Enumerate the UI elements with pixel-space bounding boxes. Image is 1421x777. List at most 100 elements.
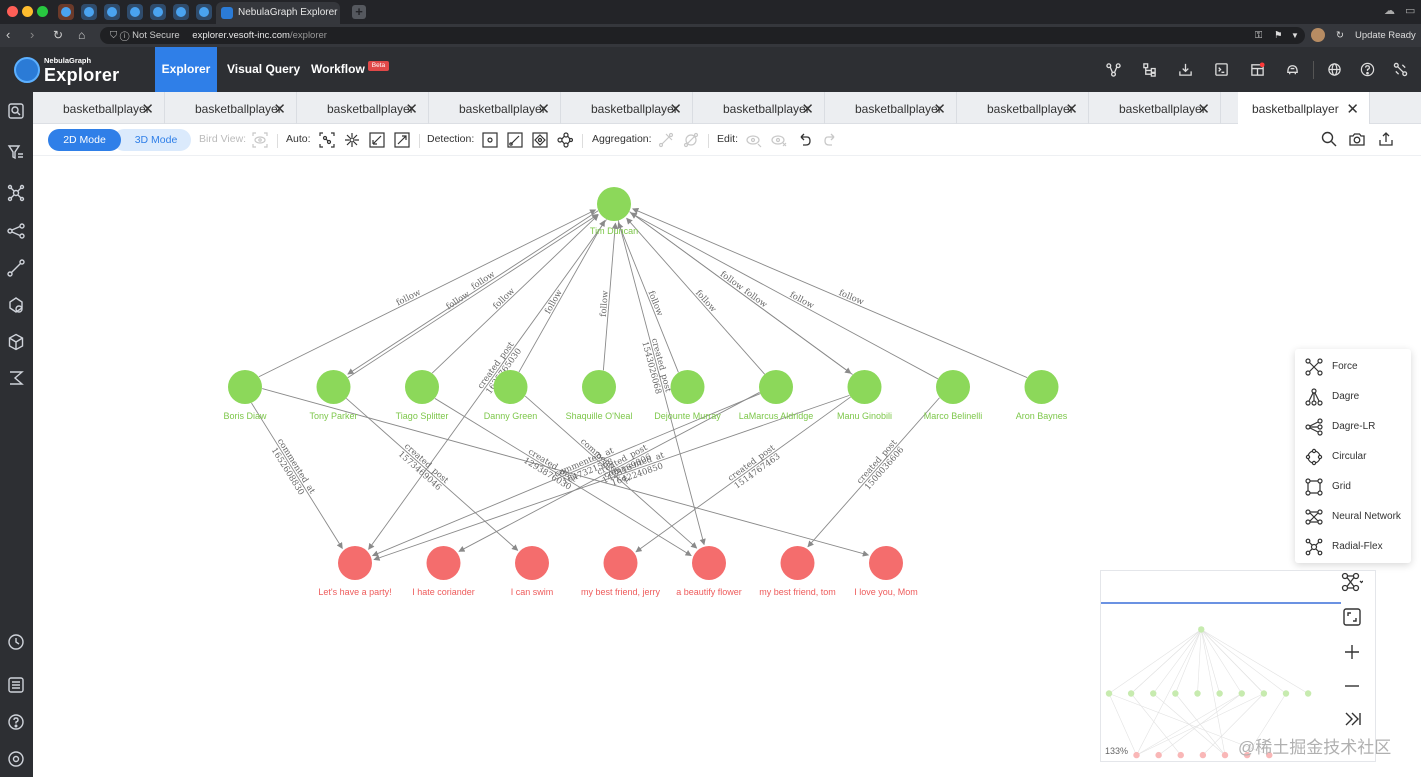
layout-radial-flex[interactable]: Radial-Flex (1305, 536, 1409, 558)
graph-edge[interactable] (368, 219, 607, 550)
canvas-tab[interactable]: basketballplayer✕ (429, 92, 561, 124)
canvas-tab[interactable]: basketballplayer✕ (825, 92, 957, 124)
search-vertex-icon[interactable] (7, 102, 25, 120)
graph-vertex-tiago[interactable] (405, 370, 439, 404)
graph-vertex-p6[interactable] (780, 546, 815, 580)
close-window-button[interactable] (7, 6, 18, 17)
graph-vertex-boris[interactable] (228, 370, 262, 404)
auto-layout-icon[interactable] (394, 132, 410, 148)
back-button[interactable]: ‹ (6, 27, 11, 42)
pinned-tab[interactable] (127, 4, 143, 20)
pinned-tab[interactable] (81, 4, 97, 20)
forward-button[interactable]: › (30, 27, 35, 42)
graph-edge[interactable] (626, 217, 766, 375)
window-restore-icon[interactable]: ▭ (1405, 5, 1416, 17)
close-tab-icon[interactable]: ✕ (1065, 101, 1078, 118)
graph-edge[interactable] (630, 212, 939, 380)
dangling-edge-icon[interactable] (507, 132, 523, 148)
snapshot-camera-icon[interactable] (1349, 131, 1367, 149)
zoom-out-icon[interactable] (1341, 675, 1365, 699)
expand-icon[interactable] (7, 184, 25, 202)
help-icon[interactable] (1360, 62, 1375, 77)
console-icon[interactable] (1214, 62, 1229, 77)
layout-circular[interactable]: Circular (1305, 446, 1409, 468)
graph-edge[interactable] (602, 222, 619, 371)
help-circle-icon[interactable] (7, 713, 25, 731)
fit-canvas-icon[interactable] (1341, 606, 1365, 630)
history-icon[interactable] (7, 633, 25, 651)
graph-edge[interactable] (431, 214, 599, 374)
close-tab-icon[interactable]: ✕ (273, 101, 286, 118)
close-tab-icon[interactable]: ✕ (933, 101, 946, 118)
community-icon[interactable] (557, 132, 573, 148)
minimap[interactable]: 133% (1100, 570, 1376, 762)
graph-vertex-dejounte[interactable] (670, 370, 705, 404)
graph-edge[interactable] (629, 211, 852, 374)
common-neighbor-icon[interactable] (7, 222, 25, 240)
filter-icon[interactable] (7, 143, 25, 161)
graph-vertex-tim[interactable] (597, 187, 631, 221)
home-button[interactable]: ⌂ (78, 28, 86, 42)
schema-icon[interactable] (1106, 62, 1121, 77)
graph-vertex-p1[interactable] (338, 546, 372, 580)
loop-detection-icon[interactable] (532, 132, 548, 148)
reload-button[interactable]: ↻ (53, 28, 64, 42)
close-tab-icon[interactable]: ✕ (801, 101, 814, 118)
graph-edge[interactable] (632, 208, 1028, 378)
settings-icon[interactable] (7, 750, 25, 768)
close-tab-icon[interactable]: ✕ (537, 101, 550, 118)
graph-edge[interactable] (518, 219, 606, 373)
graph-edge[interactable] (371, 393, 761, 557)
key-icon[interactable]: ⚿ (1255, 30, 1263, 41)
close-tab-icon[interactable]: ✕ (669, 101, 682, 118)
update-ready-button[interactable]: Update Ready (1355, 30, 1416, 41)
canvas-tab[interactable]: basketballplayer✕ (33, 92, 165, 124)
graph-edge[interactable] (262, 388, 870, 557)
canvas-tab[interactable]: basketballplayer✕ (693, 92, 825, 124)
hide-icon[interactable] (746, 132, 762, 148)
property-icon[interactable] (7, 296, 25, 314)
layout-dagre-lr[interactable]: Dagre-LR (1305, 416, 1409, 438)
pinned-tab[interactable] (104, 4, 120, 20)
minimize-window-button[interactable] (22, 6, 33, 17)
url-field[interactable]: ⛉ ⓘ Not Secure explorer.vesoft-inc.com/e… (100, 27, 1305, 44)
plugin-icon[interactable] (1285, 62, 1300, 77)
canvas-tab[interactable]: basketballplayer✕ (297, 92, 429, 124)
canvas-tab-active[interactable]: basketballplayer✕ (1238, 92, 1370, 124)
graph-vertex-p4[interactable] (603, 546, 638, 580)
graph-edge[interactable] (347, 214, 599, 379)
3d-mode-button[interactable]: 3D Mode (113, 129, 191, 151)
import-icon[interactable] (1178, 62, 1193, 77)
nav-explorer[interactable]: Explorer (155, 47, 217, 92)
pinned-tab[interactable] (196, 4, 212, 20)
graph-vertex-manu[interactable] (847, 370, 882, 404)
graph-edge[interactable] (251, 402, 343, 550)
cloud-icon[interactable]: ☁ (1384, 5, 1395, 17)
close-tab-icon[interactable]: ✕ (1346, 101, 1359, 118)
graph-edge[interactable] (345, 397, 519, 551)
close-tab-icon[interactable]: ✕ (405, 101, 418, 118)
search-icon[interactable] (1321, 131, 1339, 149)
fit-view-icon[interactable] (319, 132, 335, 148)
tree-icon[interactable] (1142, 62, 1157, 77)
browser-tab-active[interactable]: NebulaGraph Explorer (216, 2, 340, 24)
pinned-tab[interactable] (150, 4, 166, 20)
graph-vertex-tony[interactable] (316, 370, 351, 404)
new-tab-button[interactable]: + (352, 5, 366, 19)
graph-edge[interactable] (617, 222, 679, 373)
pinned-tab[interactable] (173, 4, 189, 20)
statistics-icon[interactable] (7, 369, 25, 387)
zoom-in-icon[interactable] (1341, 641, 1365, 665)
zoom-to-fit-icon[interactable] (369, 132, 385, 148)
bookmark-icon[interactable]: ⚑ (1274, 30, 1283, 41)
snapshot-list-icon[interactable] (7, 676, 25, 694)
delete-icon[interactable] (771, 132, 787, 148)
graph-edge[interactable] (258, 209, 597, 378)
export-icon[interactable] (1378, 131, 1396, 149)
graph-edge[interactable] (434, 398, 692, 557)
language-globe-icon[interactable] (1327, 62, 1342, 77)
2d-mode-button[interactable]: 2D Mode (48, 129, 121, 151)
graph-edge[interactable] (347, 210, 599, 375)
